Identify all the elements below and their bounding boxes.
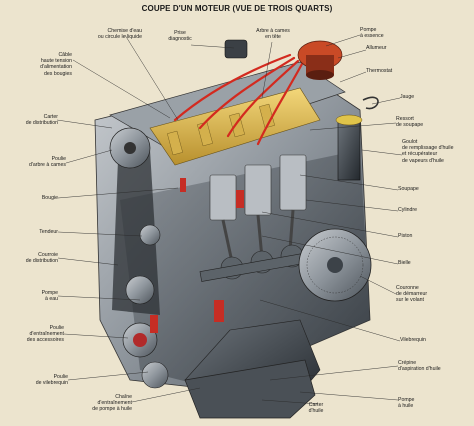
label-cable-haute-tension: Câble haute tension d'alimentation des b… — [40, 52, 72, 77]
leader-lines — [56, 34, 403, 405]
label-arbre-cames-tete: Arbre à cames en tête — [256, 28, 290, 41]
flywheel — [298, 228, 372, 302]
label-thermostat: Thermostat — [366, 68, 393, 74]
oil-sump — [184, 359, 316, 419]
label-vilebrequin: Vilebrequin — [400, 337, 426, 343]
label-pompe-huile: Pompe à huile — [398, 397, 415, 410]
label-allumeur: Allumeur — [366, 45, 387, 51]
label-couronne-demarreur: Couronne de démarreur sur le volant — [396, 285, 428, 304]
label-pompe-essence: Pompe à essence — [360, 27, 384, 40]
label-chemise-eau: Chemise d'eau ou circule le liquide — [97, 28, 142, 41]
diagram-title: COUPE D'UN MOTEUR (VUE DE TROIS QUARTS) — [141, 4, 333, 13]
label-bielle: Bielle — [398, 260, 411, 266]
label-ressort-soupape: Ressort de soupape — [396, 116, 424, 129]
label-poulie-arbre-cames: Poulie d'arbre à cames — [28, 156, 66, 169]
label-chaine-pompe-huile: Chaîne d'entraînement de pompe à huile — [92, 394, 132, 413]
label-bougie: Bougie — [41, 195, 58, 201]
label-poulie-vilebrequin: Poulie de vilebrequin — [35, 374, 68, 387]
label-goulot-remplissage: Goulot de remplissage d'huile et récupér… — [402, 139, 454, 164]
label-crepine: Crépine d'aspiration d'huile — [398, 360, 441, 373]
label-courroie-distribution: Courroie de distribution — [25, 252, 58, 265]
label-poulie-accessoires: Poulie d'entraînement des accessoires — [26, 325, 64, 344]
distributor — [297, 40, 343, 80]
fuel-pump-body — [224, 39, 248, 59]
label-tendeur: Tendeur — [39, 229, 58, 235]
label-soupape: Soupape — [398, 186, 419, 192]
label-carter-huile: Carter d'huile — [308, 402, 324, 415]
oil-filler — [335, 96, 379, 181]
crankshaft — [199, 244, 311, 282]
label-cylindre: Cylindre — [398, 207, 418, 213]
label-carter-distribution: Carter de distribution — [25, 114, 58, 127]
label-piston: Piston — [398, 233, 413, 239]
label-pompe-eau: Pompe à eau — [41, 290, 58, 303]
timing-belt-assembly — [109, 127, 169, 389]
label-jauge: Jauge — [400, 94, 415, 100]
red-section-highlights — [150, 178, 244, 333]
ht-cables — [173, 53, 304, 146]
label-prise-diagnostic: Prise diagnostic — [168, 30, 192, 43]
